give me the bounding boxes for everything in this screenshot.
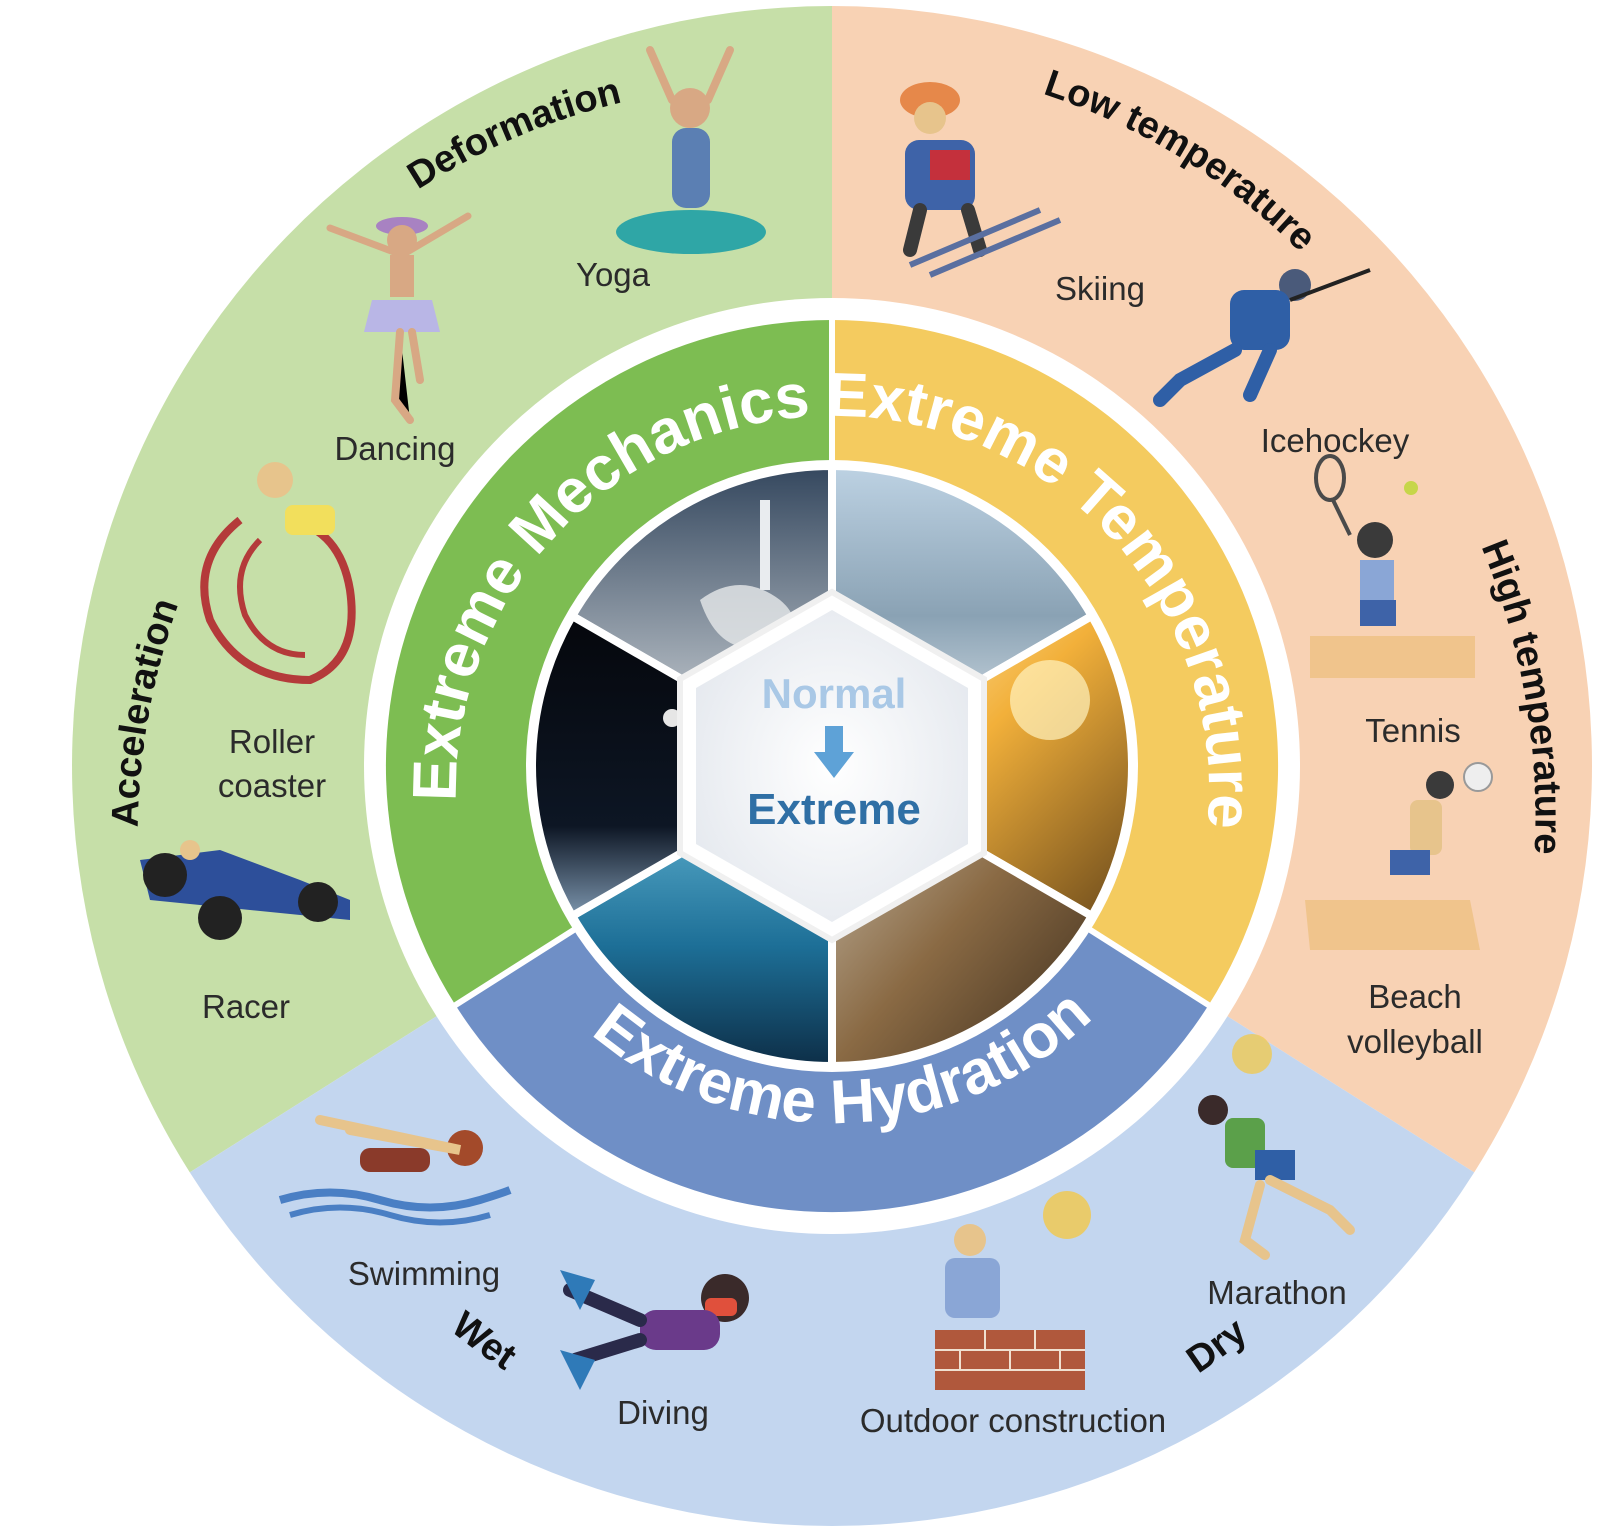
racer-car-icon xyxy=(140,840,350,940)
swimming-icon xyxy=(278,1115,512,1226)
skiing-label: Skiing xyxy=(1055,270,1145,307)
tennis-icon xyxy=(1310,454,1475,678)
roller-label: Roller xyxy=(229,723,315,760)
icehockey-label: Icehockey xyxy=(1261,422,1410,459)
tennis-label: Tennis xyxy=(1365,712,1460,749)
dancing-label: Dancing xyxy=(334,430,455,467)
marathon-icon xyxy=(1198,1034,1355,1260)
rocket-icon xyxy=(760,500,770,590)
roller-coaster-icon xyxy=(200,462,356,685)
astronaut-icon xyxy=(663,709,681,727)
racer-label: Racer xyxy=(202,988,290,1025)
outdoor-construction-label: Outdoor construction xyxy=(860,1402,1166,1439)
diving-icon xyxy=(560,1270,749,1390)
center-extreme-label: Extreme xyxy=(747,785,921,834)
outdoor-construction-icon xyxy=(935,1191,1091,1390)
icehockey-icon xyxy=(1153,268,1371,407)
beach-volleyball-icon xyxy=(1305,762,1493,950)
diving-label: Diving xyxy=(617,1394,709,1431)
dancing-icon xyxy=(326,212,472,424)
marathon-label: Marathon xyxy=(1207,1274,1346,1311)
center-normal-label: Normal xyxy=(762,670,907,717)
swimming-label: Swimming xyxy=(348,1255,500,1292)
yoga-icon xyxy=(616,46,766,254)
sun-glow xyxy=(1010,660,1090,740)
beach-label: Beach xyxy=(1368,978,1462,1015)
yoga-label: Yoga xyxy=(576,256,651,293)
down-arrow-icon xyxy=(814,726,854,778)
coaster-label: coaster xyxy=(218,767,326,804)
skiing-icon xyxy=(900,82,1062,278)
volleyball-label: volleyball xyxy=(1347,1023,1483,1060)
